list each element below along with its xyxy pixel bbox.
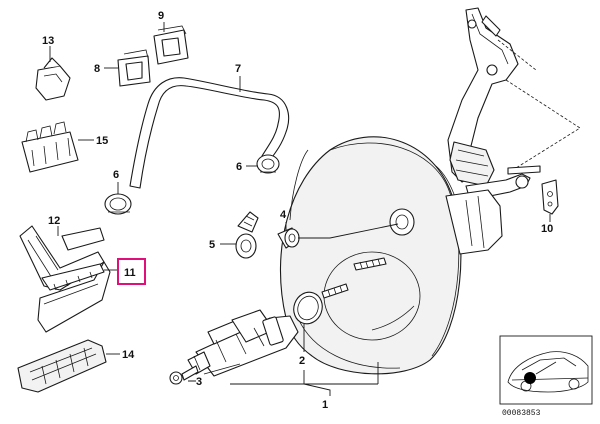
callout-7[interactable]: 7	[235, 63, 241, 75]
callout-11-highlight	[117, 258, 146, 285]
leader-3	[188, 363, 241, 382]
callout-9[interactable]: 9	[158, 10, 164, 22]
callout-3[interactable]: 3	[196, 376, 202, 388]
callout-15[interactable]: 15	[96, 135, 108, 147]
cover-11[interactable]	[37, 261, 111, 333]
location-inset	[499, 335, 593, 405]
reference-code: 00083853	[502, 409, 541, 418]
callout-14[interactable]: 14	[122, 349, 135, 361]
callout-13[interactable]: 13	[42, 35, 54, 47]
leader-4	[285, 222, 399, 239]
callout-1[interactable]: 1	[322, 399, 328, 411]
pedal-dashed-leader-2	[497, 39, 537, 71]
callout-8[interactable]: 8	[94, 63, 100, 75]
clip-10[interactable]	[541, 179, 559, 215]
callout-2[interactable]: 2	[299, 355, 305, 367]
bolt-3[interactable]	[169, 365, 199, 385]
brake-pedal[interactable]	[447, 7, 541, 201]
master-cylinder[interactable]	[187, 309, 299, 377]
cap-13[interactable]	[35, 57, 71, 101]
callout-5[interactable]: 5	[209, 239, 215, 251]
grommet-9[interactable]	[153, 25, 189, 65]
pad-14[interactable]	[17, 339, 107, 393]
grommet-4[interactable]	[277, 227, 300, 249]
grommet-8[interactable]	[117, 49, 151, 87]
callout-6b[interactable]: 6	[113, 169, 119, 181]
callout-12[interactable]: 12	[48, 215, 60, 227]
hose-clamp-6-lower[interactable]	[104, 193, 132, 215]
callout-10[interactable]: 10	[541, 223, 553, 235]
callout-4[interactable]: 4	[280, 209, 287, 221]
leader-1	[230, 362, 379, 396]
callout-11[interactable]: 11	[124, 267, 136, 279]
hose-clamp-6-upper[interactable]	[256, 154, 280, 174]
holder-15[interactable]	[21, 121, 79, 173]
brake-booster[interactable]	[279, 136, 503, 375]
pedal-dashed-leader	[505, 79, 581, 169]
location-marker	[524, 372, 536, 384]
o-ring-2[interactable]	[289, 288, 326, 328]
callout-6a[interactable]: 6	[236, 161, 242, 173]
check-valve-5[interactable]	[235, 211, 259, 259]
